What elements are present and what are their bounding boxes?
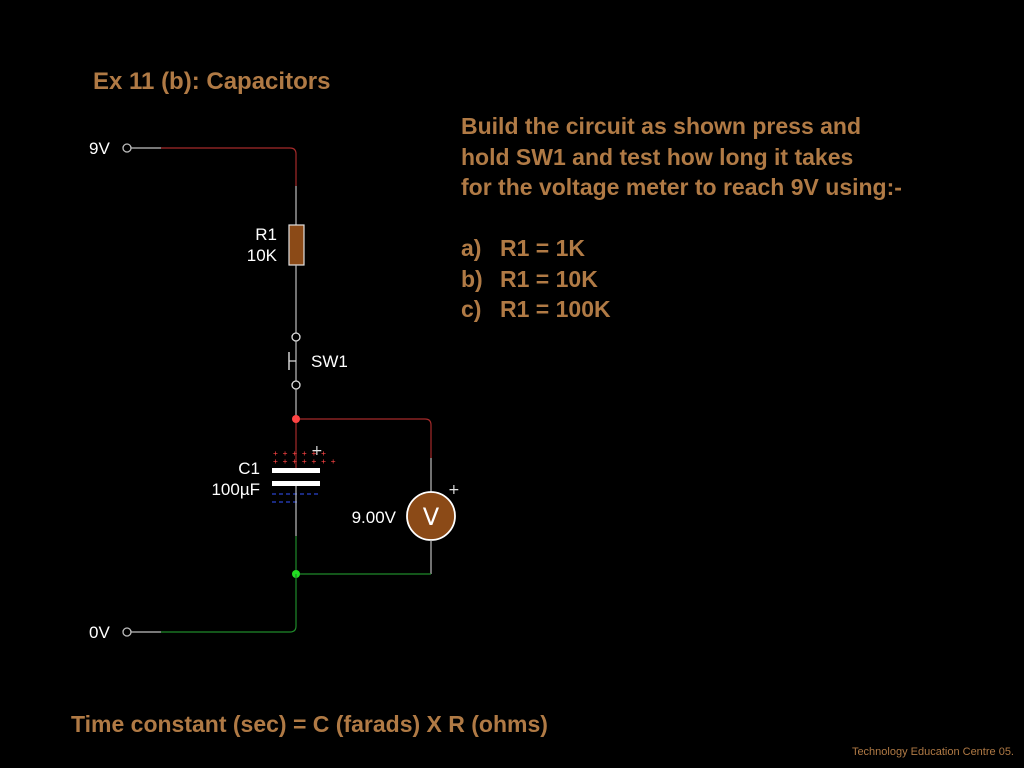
label-9v: 9V [89,139,110,158]
option-text: R1 = 1K [500,235,586,261]
label-0v: 0V [89,623,110,642]
svg-text:+ + + + + + +: + + + + + + + [273,457,336,466]
option-label: a) [461,235,482,261]
label-r1-name: R1 [255,225,277,244]
option-text: R1 = 10K [500,265,598,292]
option-label: b) [461,265,483,292]
option-c: c) R1 = 100K [461,294,902,325]
option-b: b) R1 = 10K [461,264,902,295]
resistor-r1 [288,224,305,266]
label-c1-name: C1 [238,459,260,478]
instruction-line: hold SW1 and test how long it takes [461,143,854,170]
option-a: a) R1 = 1K [461,233,902,264]
wire-positive [161,147,297,186]
node-positive [292,415,300,423]
capacitor-plate-bottom [272,481,320,486]
terminal-9v [122,143,132,153]
credit-footer: Technology Education Centre 05. [851,746,1014,758]
option-text: R1 = 100K [500,296,611,322]
label-sw1: SW1 [311,352,348,371]
voltmeter-reading: 9.00V [352,508,397,527]
wire-positive [296,418,432,458]
label-c1-value: 100µF [211,480,260,499]
capacitor-charge-plus: + + + + + + + + + + + + + [273,449,336,466]
instruction-line: for the voltage meter to reach 9V using:… [461,174,902,200]
switch-contact-bottom [291,380,301,390]
switch-contact-top [291,332,301,342]
terminal-0v [122,627,132,637]
option-label: c) [461,296,482,322]
time-constant-formula: Time constant (sec) = C (farads) X R (oh… [71,711,548,737]
svg-text:+ + + + + +: + + + + + + [273,449,326,458]
instructions-block: Build the circuit as shown press and hol… [461,111,902,325]
slide-title: Ex 11 (b): Capacitors [93,68,331,95]
label-r1-value: 10K [247,246,278,265]
voltmeter-symbol: V [423,503,440,531]
instruction-line: Build the circuit as shown press and [461,113,862,139]
wire-ground [161,574,297,633]
capacitor-plate-top [272,468,320,473]
capacitor-polarity-plus: + [311,443,323,459]
voltmeter-polarity-plus: + [448,482,460,498]
